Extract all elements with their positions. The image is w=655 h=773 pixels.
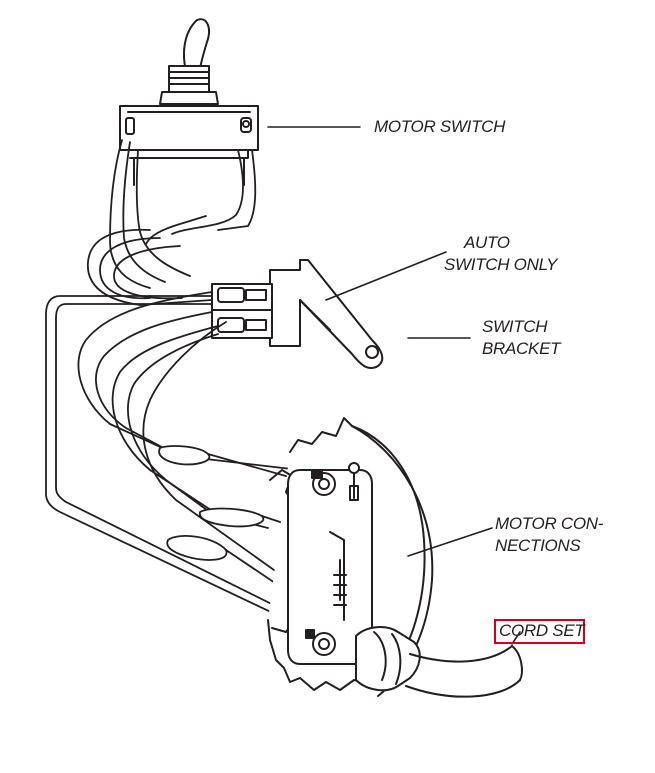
cord-set-highlight-box <box>494 619 585 644</box>
switch-bracket-line2: BRACKET <box>482 339 561 358</box>
toggle-lever <box>183 18 210 76</box>
label-switch-bracket: SWITCH BRACKET <box>482 316 561 360</box>
auto-switch-line1: AUTO <box>464 233 510 252</box>
cord-set-text: CORD SET <box>499 621 585 640</box>
cord-set <box>355 626 523 698</box>
leader-lines <box>267 126 521 645</box>
label-auto-switch: AUTO SWITCH ONLY <box>444 232 558 276</box>
switch-wires <box>87 139 257 306</box>
switch-bracket <box>269 259 384 370</box>
motor-switch-text: MOTOR SWITCH <box>374 117 506 136</box>
motor-connections-line1: MOTOR CON- <box>495 514 604 533</box>
label-motor-connections: MOTOR CON- NECTIONS <box>495 513 603 557</box>
label-motor-switch: MOTOR SWITCH <box>374 116 505 138</box>
motor-switch <box>119 18 259 186</box>
auto-switch-line2: SWITCH ONLY <box>444 255 558 274</box>
label-cord-set: CORD SET <box>499 620 585 642</box>
motor-housing <box>267 417 434 697</box>
motor-connections-line2: NECTIONS <box>495 536 581 555</box>
auto-switch <box>211 283 273 339</box>
switch-bracket-line1: SWITCH <box>482 317 548 336</box>
